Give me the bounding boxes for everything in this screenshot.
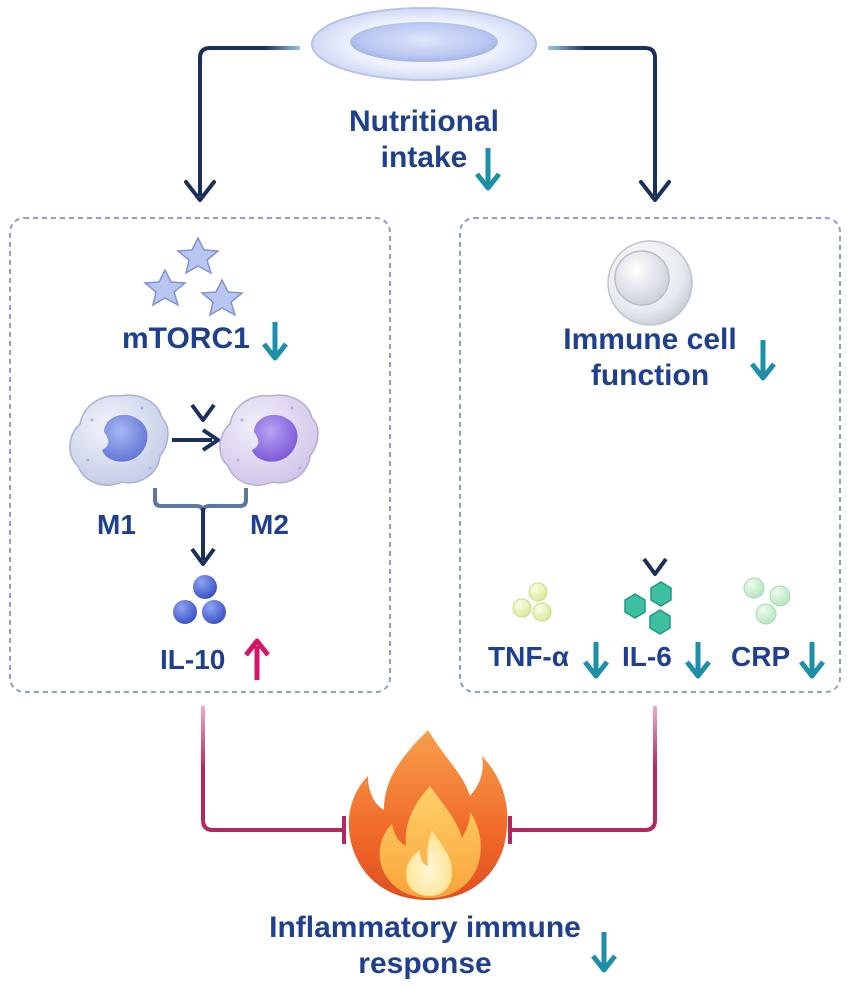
arrow-to-right-panel xyxy=(548,46,657,196)
left-panel xyxy=(9,217,391,693)
arrowhead-m2 xyxy=(201,428,220,452)
crp-down-arrow-icon xyxy=(799,642,825,679)
crp-molecules-icon xyxy=(743,577,791,625)
immune-cell-icon xyxy=(607,240,693,326)
inflammatory-label-line2: response xyxy=(358,947,492,980)
right-panel xyxy=(459,217,841,693)
m2-label: M2 xyxy=(250,509,289,540)
crp-label: CRP xyxy=(731,641,791,672)
il10-label: IL-10 xyxy=(160,644,226,675)
il10-molecules-icon xyxy=(173,575,226,624)
arrowhead-il10 xyxy=(190,547,216,566)
fire-icon xyxy=(348,730,508,900)
arrowhead-right xyxy=(639,180,671,202)
plate-icon xyxy=(311,7,537,81)
left-inhibition-line xyxy=(201,706,342,832)
il6-molecules-icon xyxy=(624,581,672,635)
arrowhead-left xyxy=(184,180,216,202)
m1-macrophage-icon xyxy=(69,394,169,486)
inflammatory-response-label: Inflammatory immune response xyxy=(240,910,610,982)
tnf-label: TNF-α xyxy=(488,641,569,672)
arrowhead-cytokines xyxy=(642,557,668,576)
nutritional-label-line2: intake xyxy=(380,141,468,174)
il6-label: IL-6 xyxy=(622,641,672,672)
il10-up-arrow-icon xyxy=(244,638,270,680)
immune-label-line1: Immune cell xyxy=(563,323,737,356)
m1-label: M1 xyxy=(97,509,136,540)
nutritional-intake-label: Nutritional intake xyxy=(300,104,548,176)
right-inhibition-line xyxy=(512,706,657,832)
mtorc1-stars-icon xyxy=(143,236,244,317)
nutrition-down-arrow-icon xyxy=(475,148,501,191)
arrow-to-left-panel xyxy=(198,46,300,196)
mtorc1-down-arrow-icon xyxy=(262,322,288,361)
mtorc1-label: mTORC1 xyxy=(122,322,250,355)
m2-macrophage-icon xyxy=(219,394,319,486)
immune-down-arrow-icon xyxy=(750,340,776,381)
arrowhead-mtorc1 xyxy=(190,403,216,422)
nutritional-label-line1: Nutritional xyxy=(349,105,499,138)
immune-label-line2: function xyxy=(590,359,710,392)
immune-cell-function-label: Immune cell function xyxy=(545,322,755,394)
tnf-molecules-icon xyxy=(512,582,552,622)
inflammatory-label-line1: Inflammatory immune xyxy=(269,911,581,944)
inflammatory-down-arrow-icon xyxy=(591,932,617,973)
il6-down-arrow-icon xyxy=(685,642,711,679)
tnf-down-arrow-icon xyxy=(583,642,609,679)
macrophage-bracket xyxy=(153,488,248,513)
